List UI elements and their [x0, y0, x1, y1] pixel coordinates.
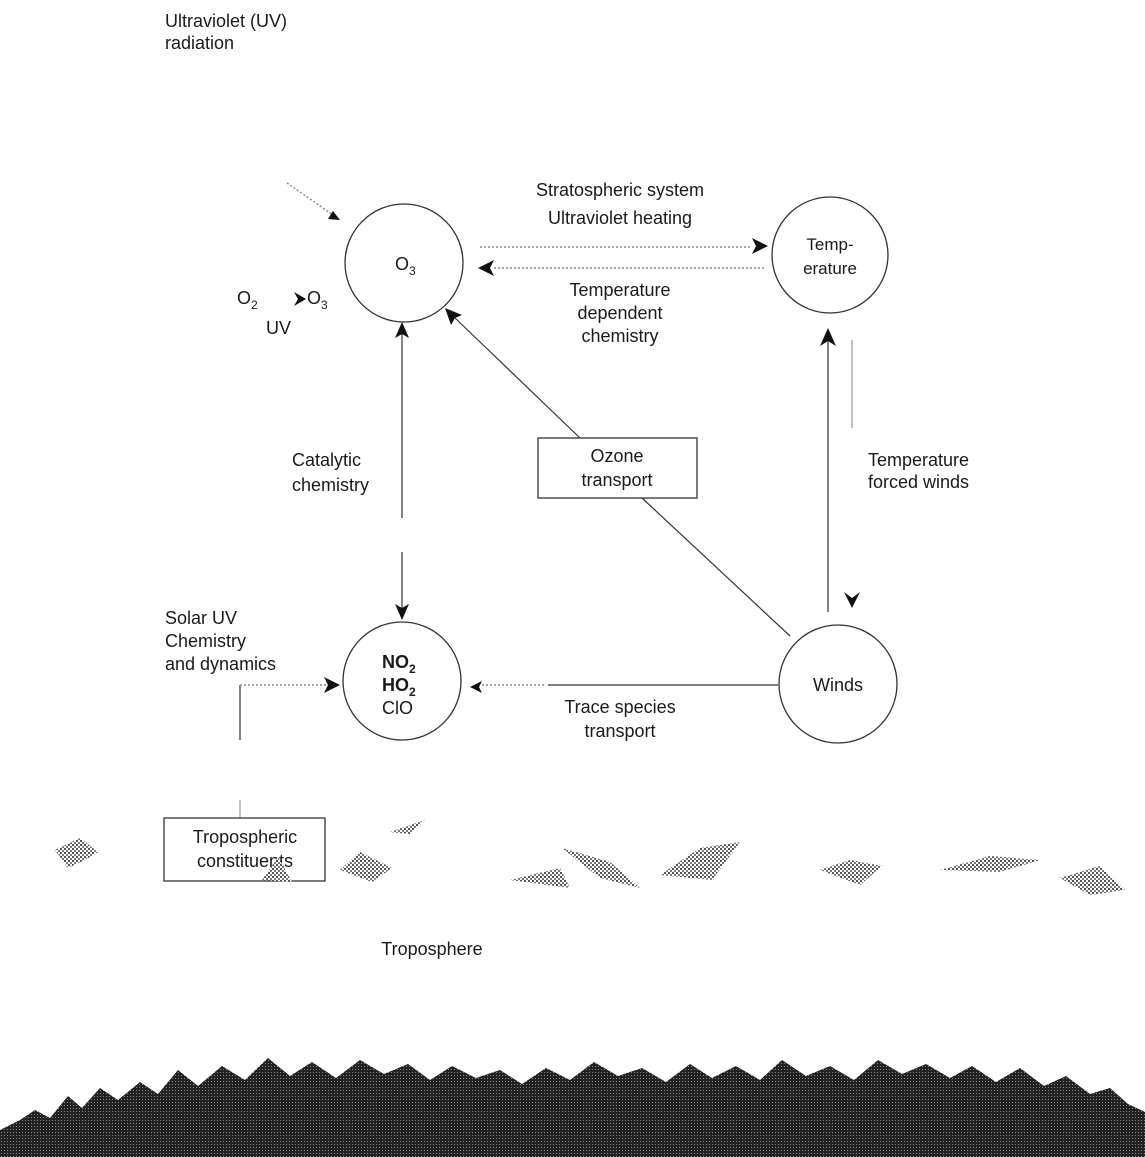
- catalytic-down-arrowhead: [395, 604, 409, 620]
- ozone-transport-rect: [537, 437, 698, 499]
- winds-to-temperature-arrowhead: [820, 328, 836, 346]
- photolysis-o3-label: O: [307, 288, 321, 308]
- tropospheric-input-arrow: [239, 677, 340, 818]
- o3-circle: [344, 203, 464, 323]
- winds-circle: [778, 624, 898, 744]
- winds-to-temperature-arrow: [820, 328, 836, 612]
- no2-label: NO: [382, 652, 409, 672]
- clo-label: ClO: [382, 698, 413, 718]
- troposphere-label: Troposphere: [381, 939, 482, 959]
- ozone-transport-arrow: [445, 308, 791, 637]
- temperature-label-line1: Temp-: [806, 235, 853, 254]
- trace-species-label-line1: Trace species: [564, 697, 675, 717]
- ho2-label: HO: [382, 675, 409, 695]
- uv-heating-arrow: [480, 238, 768, 254]
- mountain-range-icon: [0, 820, 1145, 1157]
- trace-species-arrowhead: [470, 681, 482, 693]
- photolysis-reaction: O2 O3 UV: [237, 288, 328, 338]
- svg-text:O3: O3: [307, 288, 328, 312]
- trace-species-label-line2: transport: [584, 721, 655, 741]
- svg-text:O3: O3: [395, 254, 416, 278]
- uv-heating-arrowhead: [752, 238, 768, 254]
- winds-node: Winds: [778, 624, 898, 744]
- catalytic-label-line1: Catalytic: [292, 450, 361, 470]
- tropospheric-constituents-rect: [163, 817, 326, 882]
- incoming-uv-arrowhead: [328, 211, 340, 220]
- temperature-node: Temp- erature: [771, 196, 889, 314]
- temp-dependent-chemistry-arrow: [478, 260, 764, 276]
- temp-forced-label-line1: Temperature: [868, 450, 969, 470]
- uv-heating-label: Ultraviolet heating: [548, 208, 692, 228]
- ozone-transport-arrowhead: [445, 308, 462, 325]
- photolysis-o3-subscript: 3: [321, 298, 328, 312]
- tropospheric-constituents-label-line1: Tropospheric: [193, 827, 297, 847]
- catalytic-chemistry-arrow-down: [395, 552, 409, 620]
- no2-subscript: 2: [409, 662, 416, 676]
- no2-ho2-clo-circle: [342, 621, 462, 741]
- ozone-transport-label-line1: Ozone: [590, 446, 643, 466]
- o3-label: O: [395, 254, 409, 274]
- solar-uv-label-line3: and dynamics: [165, 654, 276, 674]
- temp-forced-label-line2: forced winds: [868, 472, 969, 492]
- incoming-uv-arrow: [286, 182, 340, 220]
- winds-label: Winds: [813, 675, 863, 695]
- temp-dependent-label-line1: Temperature: [569, 280, 670, 300]
- o3-node: O3: [344, 203, 464, 323]
- stratospheric-system-label: Stratospheric system: [536, 180, 704, 200]
- photolysis-o2-label: O: [237, 288, 251, 308]
- photolysis-uv-label: UV: [266, 318, 291, 338]
- ozone-transport-label-line2: transport: [581, 470, 652, 490]
- solar-uv-label-line2: Chemistry: [165, 631, 246, 651]
- tropospheric-constituents-label-line2: constituents: [197, 851, 293, 871]
- ho2-subscript: 2: [409, 685, 416, 699]
- ozone-transport-box: Ozone transport: [537, 437, 698, 499]
- temp-dependent-chemistry-arrowhead: [478, 260, 494, 276]
- temperature-label-line2: erature: [803, 259, 857, 278]
- tropospheric-input-arrowhead: [324, 677, 340, 693]
- solar-uv-label-line1: Solar UV: [165, 608, 237, 628]
- temperature-forced-winds-arrow: [844, 340, 860, 608]
- catalytic-up-arrowhead: [395, 322, 409, 338]
- temp-dependent-label-line3: chemistry: [581, 326, 658, 346]
- photolysis-o2-subscript: 2: [251, 298, 258, 312]
- uv-radiation-label-line2: radiation: [165, 33, 234, 53]
- tropospheric-constituents-box: Tropospheric constituents: [163, 817, 326, 882]
- temperature-forced-winds-arrowhead: [844, 592, 860, 608]
- temperature-circle: [771, 196, 889, 314]
- trace-species-transport-arrow: [470, 681, 778, 693]
- catalytic-label-line2: chemistry: [292, 475, 369, 495]
- svg-text:O2: O2: [237, 288, 258, 312]
- o3-subscript: 3: [409, 264, 416, 278]
- catalytic-chemistry-arrow-up: [395, 322, 409, 518]
- temp-dependent-label-line2: dependent: [577, 303, 662, 323]
- photolysis-arrowhead: [294, 292, 306, 306]
- svg-text:HO2: HO2: [382, 675, 416, 699]
- no2-ho2-clo-node: NO2 HO2 ClO: [342, 621, 462, 741]
- uv-radiation-label-line1: Ultraviolet (UV): [165, 11, 287, 31]
- svg-text:NO2: NO2: [382, 652, 416, 676]
